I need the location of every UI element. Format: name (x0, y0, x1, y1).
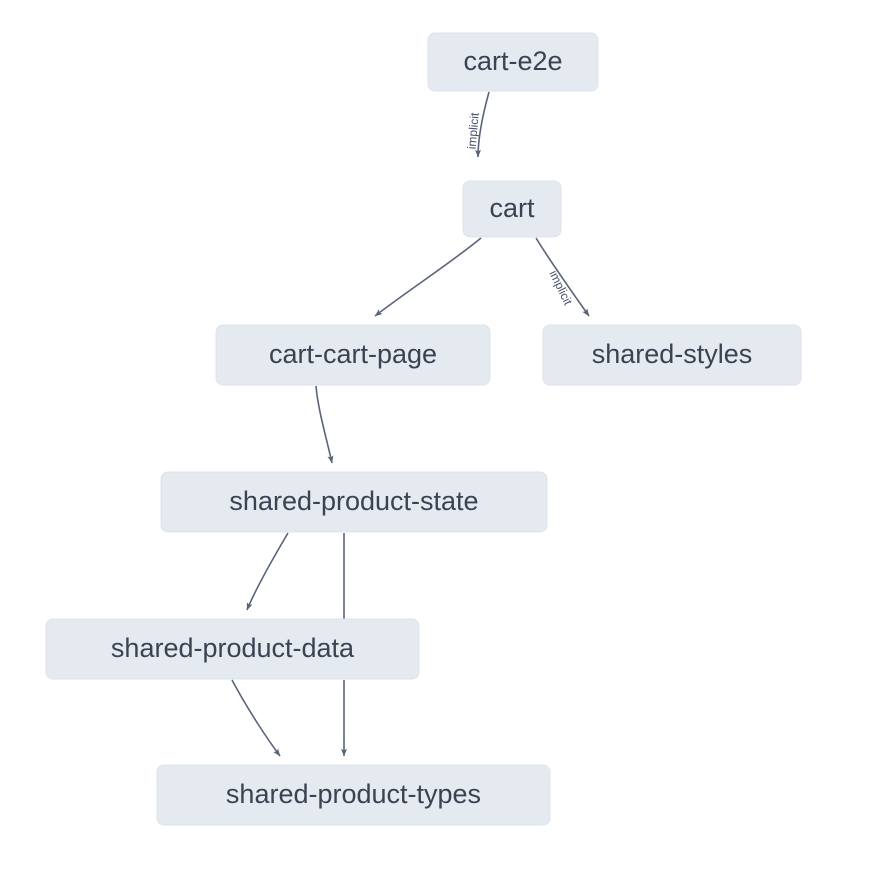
edges-front-layer (231, 679, 347, 757)
node-shared-styles-box[interactable] (542, 324, 802, 386)
edges-layer (246, 91, 590, 640)
nodes-layer: cart-e2e cart cart-cart-page shared-styl… (45, 32, 802, 826)
node-shared-product-types-label: shared-product-types (226, 779, 481, 809)
node-shared-product-state[interactable]: shared-product-state (160, 471, 548, 533)
node-cart-e2e[interactable]: cart-e2e (427, 32, 599, 92)
edge-cart-to-cart-cart-page (374, 237, 482, 317)
edge-cart-e2e-to-cart (475, 91, 490, 158)
node-shared-styles-label: shared-styles (592, 339, 753, 369)
node-cart-box[interactable] (462, 180, 562, 238)
node-cart-e2e-label: cart-e2e (463, 46, 562, 76)
edge-shared-product-state-to-shared-product-data (246, 532, 289, 611)
node-shared-product-data-label: shared-product-data (111, 633, 355, 663)
edge-label-implicit-cart-shared-styles: implicit (546, 268, 575, 308)
edge-cart-to-shared-styles (535, 237, 590, 317)
node-cart-cart-page-label: cart-cart-page (269, 339, 437, 369)
node-cart-cart-page-box[interactable] (215, 324, 491, 386)
node-cart-cart-page[interactable]: cart-cart-page (215, 324, 491, 386)
node-cart[interactable]: cart (462, 180, 562, 238)
node-shared-styles[interactable]: shared-styles (542, 324, 802, 386)
node-shared-product-types[interactable]: shared-product-types (156, 764, 551, 826)
node-shared-product-state-box[interactable] (160, 471, 548, 533)
node-shared-product-types-box[interactable] (156, 764, 551, 826)
node-shared-product-state-label: shared-product-state (229, 486, 478, 516)
node-shared-product-data-box[interactable] (45, 618, 420, 680)
edge-label-implicit-cart-e2e-cart: implicit (465, 111, 482, 149)
node-shared-product-data[interactable]: shared-product-data (45, 618, 420, 680)
edge-cart-cart-page-to-shared-product-state (315, 385, 334, 464)
edge-shared-product-data-to-shared-product-types (231, 679, 281, 757)
node-cart-e2e-box[interactable] (427, 32, 599, 92)
node-cart-label: cart (489, 193, 535, 223)
